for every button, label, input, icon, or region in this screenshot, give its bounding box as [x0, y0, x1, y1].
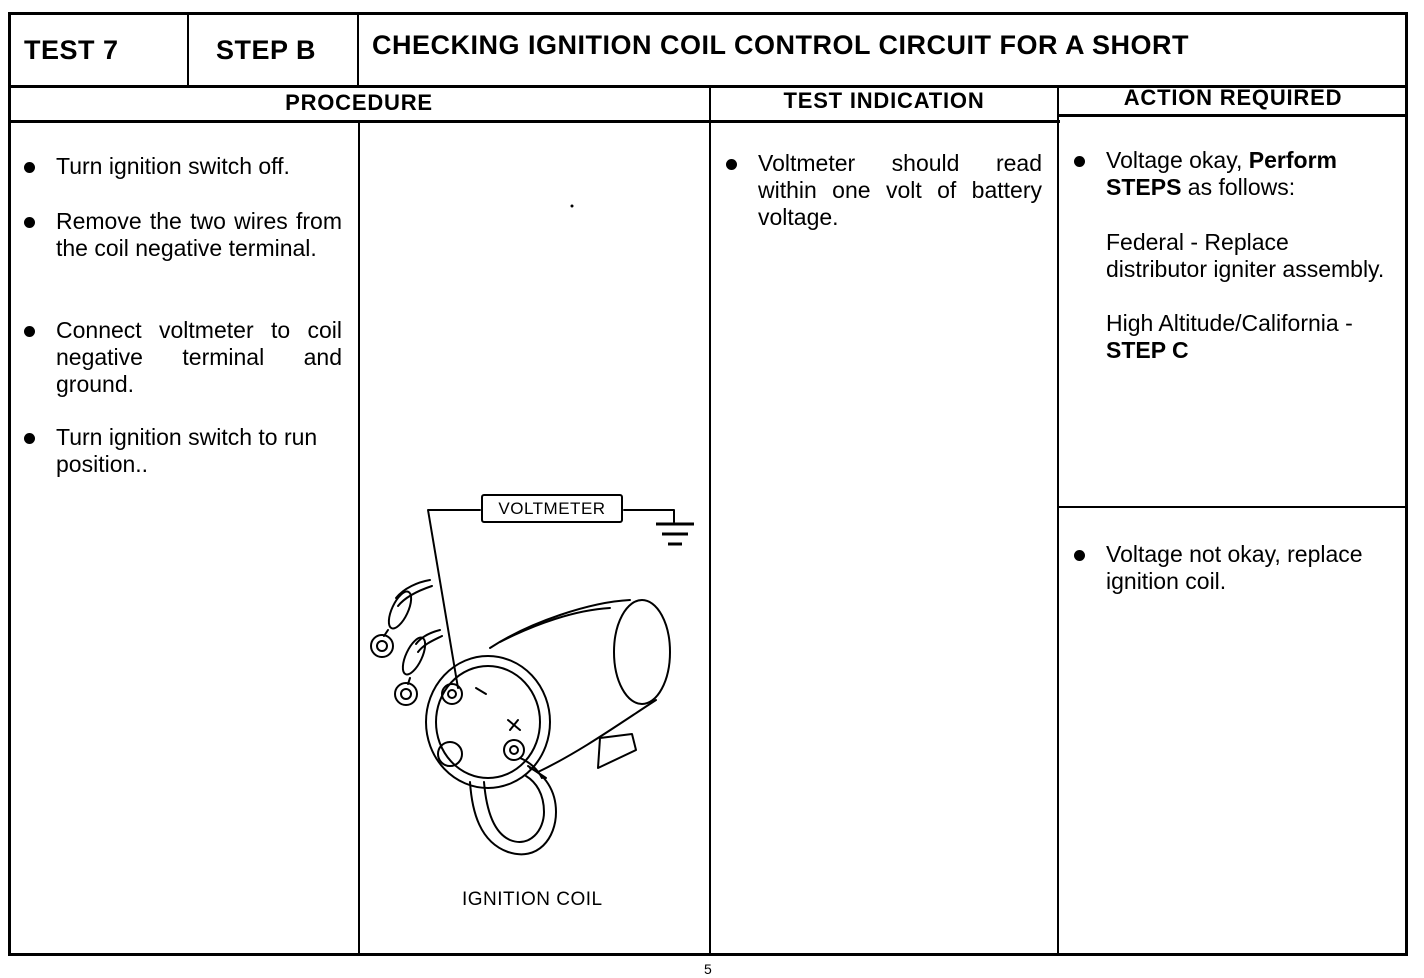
col-header-procedure: PROCEDURE [285, 90, 433, 115]
header-divider-1 [187, 12, 189, 86]
wire-connector-icon [370, 579, 443, 706]
table-border-top [8, 12, 1408, 15]
header-divider-2 [357, 12, 359, 86]
col-header-action-required: ACTION REQUIRED [1123, 85, 1343, 110]
voltmeter-box: VOLTMETER [481, 494, 623, 523]
bullet-icon [726, 159, 737, 170]
bullet-icon [1074, 550, 1085, 561]
col-divider-procedure-figure [358, 121, 360, 955]
test-number: TEST 7 [24, 35, 119, 65]
table-border-left [8, 12, 11, 956]
voltmeter-label: VOLTMETER [498, 499, 606, 518]
action-federal: Federal - Replace distributor igniter as… [1106, 229, 1385, 282]
step-label: STEP B [216, 35, 317, 65]
action-high-altitude: High Altitude/California - STEP C [1106, 310, 1353, 363]
bullet-icon [24, 433, 35, 444]
ignition-coil-illustration [370, 204, 694, 856]
ground-lead-wire [623, 509, 675, 523]
action-voltage-ok: Voltage okay, Perform STEPS as follows: [1074, 147, 1392, 201]
ignition-coil-drawing [425, 599, 671, 856]
bullet-icon [24, 217, 35, 228]
page-title: CHECKING IGNITION COIL CONTROL CIRCUIT F… [372, 30, 1189, 60]
bullet-icon [24, 326, 35, 337]
action-row-divider [1058, 506, 1408, 508]
col-header-test-indication: TEST INDICATION [783, 88, 985, 113]
procedure-step: Turn ignition switch off. [24, 153, 342, 180]
page-number: 5 [704, 961, 712, 977]
bullet-icon [1074, 156, 1085, 167]
colhdr-bottom-line-action [1058, 114, 1408, 117]
action-voltage-not-ok: Voltage not okay, replace ignition coil. [1074, 541, 1396, 595]
procedure-step: Remove the two wires from the coil negat… [24, 208, 342, 262]
table-border-bottom [8, 953, 1408, 956]
illustration-caption: IGNITION COIL [462, 889, 603, 910]
procedure-step: Connect voltmeter to coil negative termi… [24, 317, 342, 398]
ground-symbol-icon [656, 522, 694, 546]
colhdr-bottom-line [8, 120, 1060, 123]
col-divider-indication [709, 86, 711, 955]
test-indication-item: Voltmeter should read within one volt of… [726, 150, 1042, 231]
col-divider-action [1057, 86, 1059, 955]
procedure-step: Turn ignition switch to run position.. [24, 424, 346, 478]
header-bottom-line [8, 85, 1408, 88]
voltmeter-lead-wire [427, 509, 481, 689]
bullet-icon [24, 162, 35, 173]
table-border-right [1405, 12, 1408, 956]
